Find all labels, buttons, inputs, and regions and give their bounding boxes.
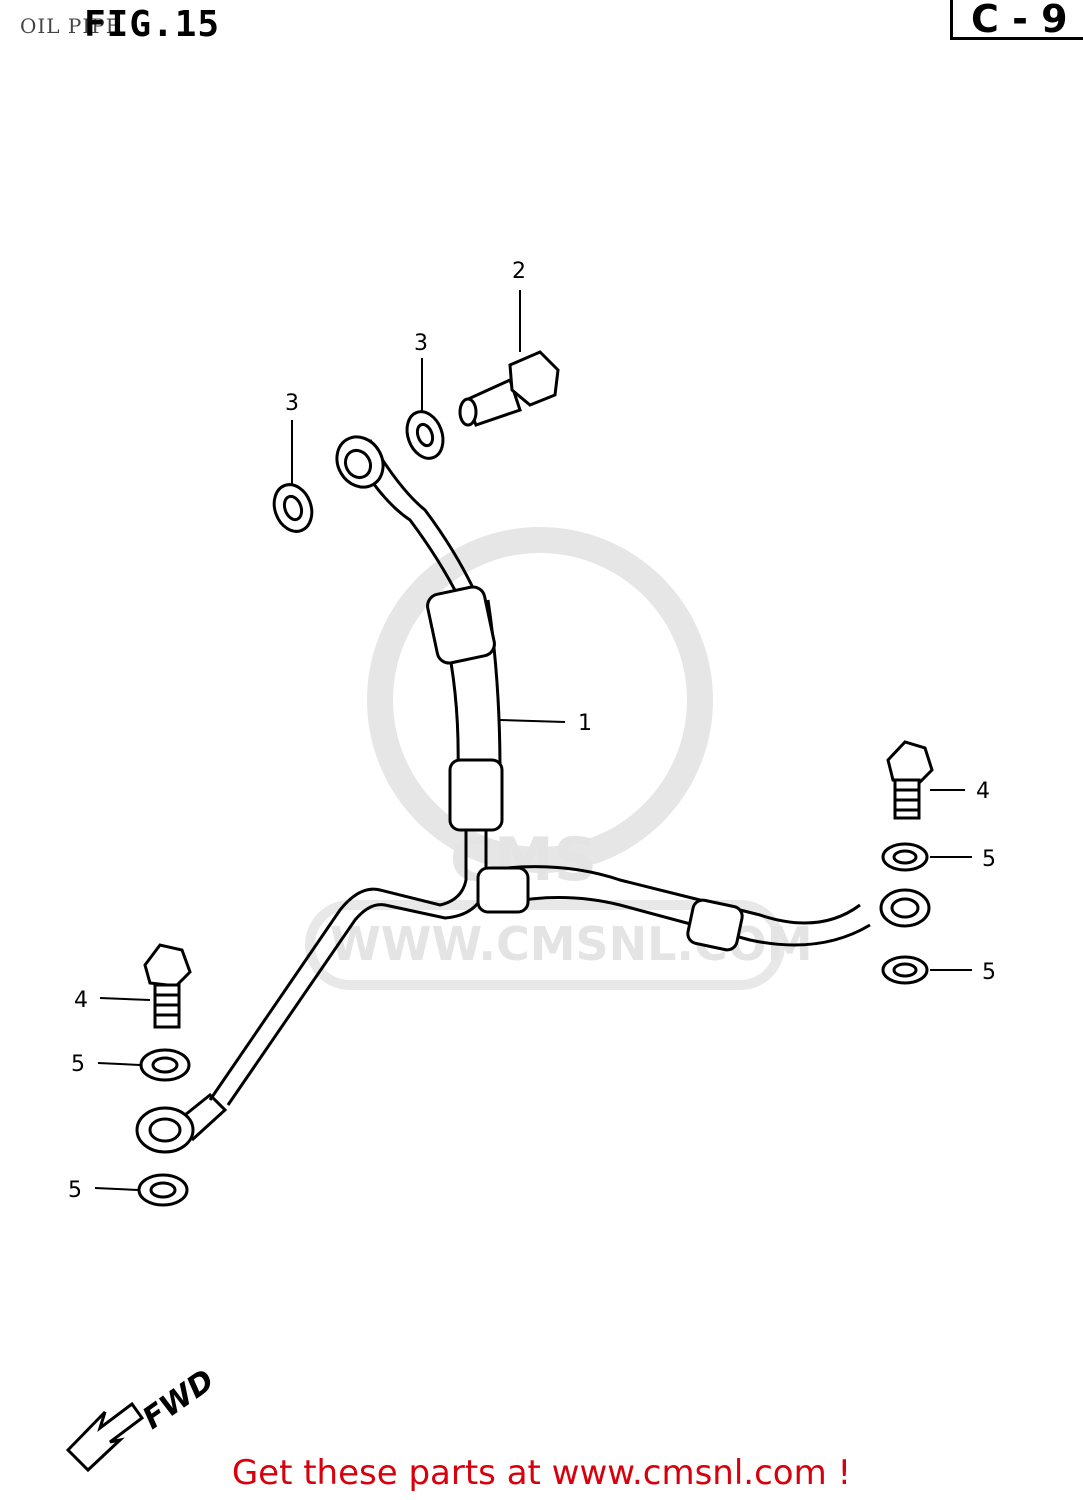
callout-3-lower: 3 (285, 391, 299, 416)
page-title: OIL PIPE (20, 14, 122, 38)
callout-2: 2 (512, 259, 526, 284)
bolt-part-4-right (886, 740, 934, 820)
forward-direction-label: FWD (137, 1363, 221, 1437)
leader-lines (94, 290, 972, 1191)
footer-parts-link[interactable]: Get these parts at www.cmsnl.com ! (231, 1453, 852, 1493)
callout-4-left: 4 (74, 988, 88, 1013)
washer-part-5d (137, 1173, 189, 1207)
washer-part-5b (881, 955, 929, 985)
callout-4-right: 4 (976, 779, 990, 804)
washer-part-3a (272, 483, 314, 533)
callout-1: 1 (578, 711, 592, 736)
watermark: CMS WWW.CMSNL.COM (305, 527, 813, 990)
washer-part-5c (139, 1048, 191, 1082)
washer-part-5a (881, 842, 929, 872)
callout-3-upper: 3 (414, 331, 428, 356)
callout-5-right-upper: 5 (982, 847, 996, 872)
forward-arrow-icon (65, 1401, 145, 1473)
callout-5-right-lower: 5 (982, 960, 996, 985)
figure-label: FIG.15 (84, 4, 221, 45)
section-code-box: C - 9 (950, 0, 1083, 40)
callout-5-left-upper: 5 (71, 1052, 85, 1077)
bolt-part-4-left (143, 943, 192, 1029)
washer-part-3b (405, 410, 445, 460)
callout-5-left-lower: 5 (68, 1178, 82, 1203)
banjo-bolt-part-2 (458, 350, 560, 427)
oil-pipe-part-1 (135, 435, 931, 1154)
